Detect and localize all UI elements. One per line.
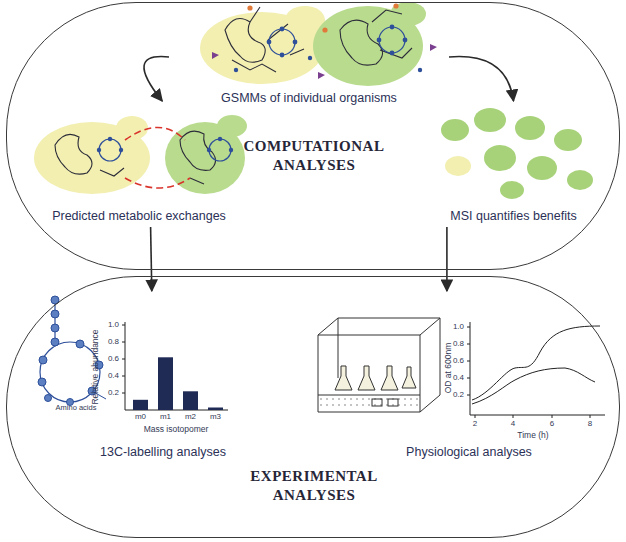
exchange-box: Predicted metabolic exchanges <box>23 101 255 227</box>
msi-box: MSI quantifies benefits <box>421 101 606 227</box>
tick: m1 <box>160 413 171 421</box>
flow-arrow <box>449 57 514 101</box>
gsmm-cells <box>200 2 437 86</box>
pathway-figure <box>38 296 106 406</box>
tick: 0.2 <box>453 391 464 399</box>
axis-title: Time (h) <box>517 431 548 440</box>
tick: 0.8 <box>108 338 119 346</box>
axis-title: Mass isotopomer <box>144 425 209 434</box>
chem-label: Amino acids <box>56 404 97 412</box>
flow-arrow <box>144 57 169 101</box>
tick: 0.4 <box>453 374 464 382</box>
physiology-box: Physiological analyses <box>331 291 607 463</box>
tick: 0.4 <box>108 372 119 380</box>
tick: 0.8 <box>453 340 464 348</box>
incubator-shaker <box>318 318 440 412</box>
node-label: Predicted metabolic exchanges <box>25 209 253 224</box>
tick: 8 <box>588 420 592 428</box>
tick: 2 <box>473 420 477 428</box>
tick: 0.2 <box>108 389 119 397</box>
tick: m0 <box>135 413 146 421</box>
axis-title: Relative abundance <box>91 329 100 404</box>
tick: 0.6 <box>108 355 119 363</box>
growth-chart <box>467 322 605 418</box>
tick: 0.6 <box>453 357 464 365</box>
node-label: Physiological analyses <box>333 445 605 460</box>
node-label: 13C-labelling analyses <box>25 445 301 460</box>
tick: m2 <box>185 413 196 421</box>
panel-title: EXPERIMENTAL ANALYSES <box>239 467 389 505</box>
tick: m3 <box>210 413 221 421</box>
tick: 6 <box>550 420 554 428</box>
labelling-box: 13C-labelling analyses <box>23 291 303 463</box>
experimental-panel: EXPERIMENTAL ANALYSES 13C-labelling analy… <box>6 276 620 538</box>
flow-arrow <box>446 227 448 291</box>
node-label: MSI quantifies benefits <box>423 209 604 224</box>
axis-title: OD at 600nm <box>444 343 453 394</box>
node-label: GSMMs of individual organisms <box>171 91 447 106</box>
tick: 1.0 <box>453 323 464 331</box>
tick: 1.0 <box>108 321 119 329</box>
community-cells <box>441 108 593 199</box>
model-box: GSMMs of individual organisms <box>169 5 449 109</box>
flow-arrow <box>151 227 152 291</box>
isotopomer-chart <box>122 322 228 410</box>
computational-panel: COMPUTATIONAL ANALYSES GSMMs of individua… <box>6 2 620 270</box>
tick: 4 <box>511 420 515 428</box>
exchange-cells <box>34 115 247 194</box>
panel-title: COMPUTATIONAL ANALYSES <box>239 137 389 175</box>
